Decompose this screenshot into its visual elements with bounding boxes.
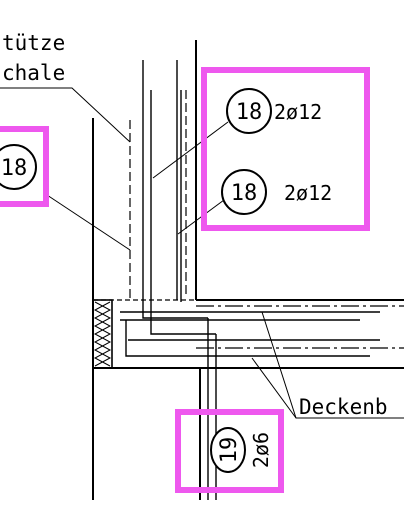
label-stuetze: tütze: [2, 31, 65, 55]
position-bubble: [221, 169, 267, 215]
position-number: 18: [1, 156, 28, 181]
slab-bar-hook: [125, 320, 150, 357]
formwork-lines: [93, 90, 404, 349]
highlight-box-top-left: [0, 126, 49, 207]
column-bar-1: [142, 60, 208, 319]
callout-top-left: 18: [0, 126, 49, 207]
leader-callout-right-upper: [152, 121, 229, 179]
position-bubble: [226, 88, 272, 134]
position-number: 18: [231, 181, 258, 206]
leader-callout-top-left: [46, 194, 131, 251]
position-number: 18: [236, 100, 263, 125]
callout-bottom: 19 2ø6: [175, 409, 284, 493]
leader-deckenb-2: [251, 357, 297, 419]
leader-schale: [0, 87, 131, 143]
column-bar-2: [150, 90, 216, 335]
rebars: [120, 60, 380, 500]
callout-right-upper: 18 2ø12: [226, 88, 322, 134]
bar-spec: 2ø6: [249, 432, 273, 468]
insulation-block: [92, 299, 113, 369]
label-schale: chale: [2, 61, 65, 85]
label-deckenb: Deckenb: [299, 395, 388, 419]
highlight-box-bottom: [175, 409, 284, 493]
bar-spec: 2ø12: [274, 100, 322, 124]
highlight-box-right: [201, 67, 370, 231]
bar-spec: 2ø12: [284, 181, 332, 205]
position-bubble: [0, 144, 37, 190]
callout-right-lower: 18 2ø12: [221, 169, 332, 215]
position-number: 19: [217, 437, 242, 464]
position-bubble: [210, 427, 246, 473]
